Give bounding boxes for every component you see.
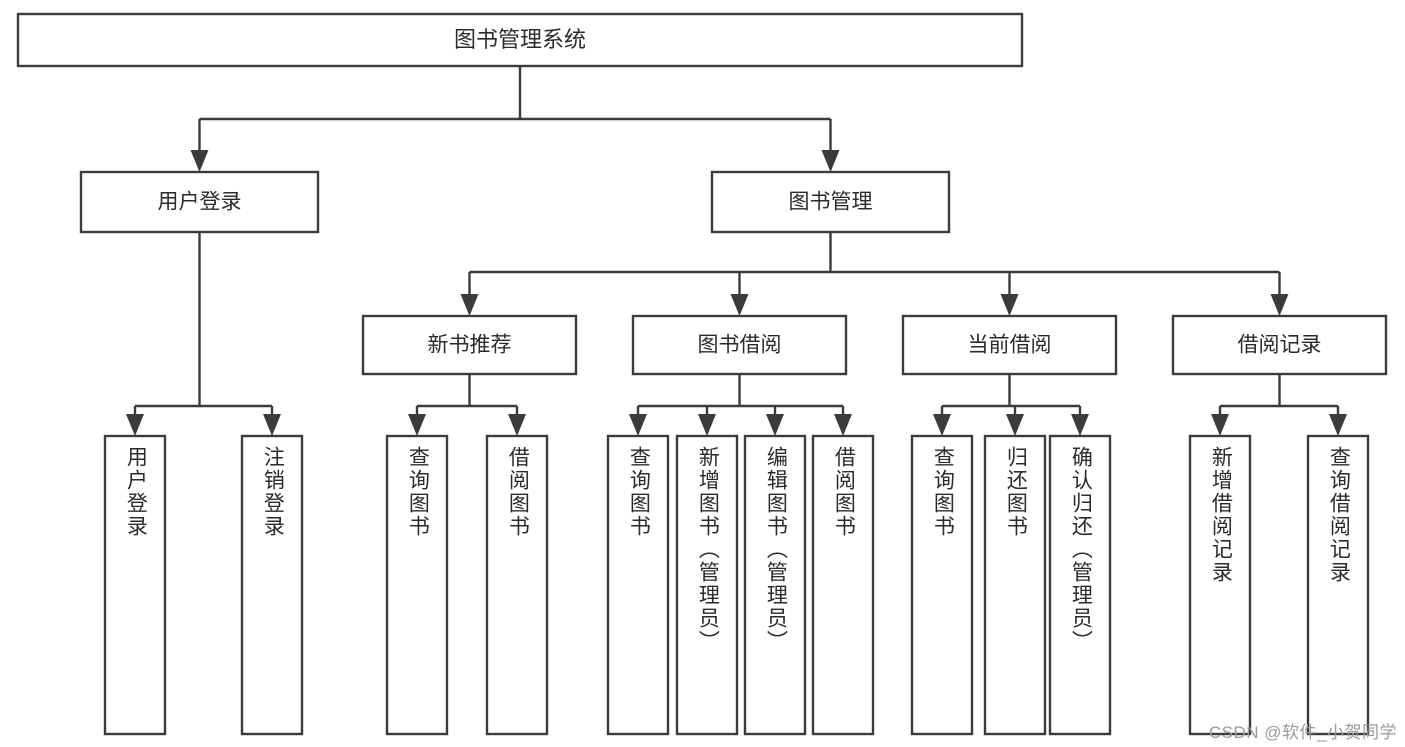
arrow-to-leaf-confirm-return-admin: [1071, 414, 1089, 436]
node-leaf-edit-book-admin[interactable]: [743, 434, 807, 736]
node-leaf-query-book-rec[interactable]: [385, 434, 449, 736]
node-leaf-query-book-cur[interactable]: [910, 434, 974, 736]
arrow-to-book-manage: [821, 150, 840, 172]
arrow-to-new-book-recommend: [460, 294, 479, 316]
node-root-label: 图书管理系统: [454, 27, 586, 52]
node-book-borrow-label: 图书借阅: [698, 334, 782, 357]
connector-layer: [126, 66, 1347, 436]
node-borrow-record[interactable]: [1171, 314, 1388, 376]
arrow-to-current-borrow: [1000, 294, 1019, 316]
arrow-to-leaf-borrow-book-rec: [508, 414, 526, 436]
node-current-borrow[interactable]: [901, 314, 1118, 376]
arrow-to-book-borrow: [730, 294, 749, 316]
node-leaf-user-login[interactable]: [103, 434, 167, 736]
arrow-to-user-login: [190, 150, 209, 172]
node-book-manage[interactable]: [710, 170, 951, 234]
node-leaf-return-book[interactable]: [983, 434, 1047, 736]
node-borrow-record-label: 借阅记录: [1238, 334, 1322, 357]
node-leaf-confirm-return-admin[interactable]: [1048, 434, 1112, 736]
arrow-to-leaf-return-book: [1006, 414, 1024, 436]
arrow-to-leaf-query-book-cur: [933, 414, 951, 436]
node-current-borrow-label: 当前借阅: [968, 334, 1052, 357]
arrow-to-leaf-query-book-bor: [629, 414, 647, 436]
node-new-book-recommend-label: 新书推荐: [428, 334, 512, 357]
arrow-to-leaf-user-logout: [263, 414, 281, 436]
node-new-book-recommend[interactable]: [361, 314, 578, 376]
arrow-to-leaf-query-book-rec: [408, 414, 426, 436]
node-leaf-user-logout[interactable]: [240, 434, 304, 736]
arrow-to-leaf-edit-book-admin: [766, 414, 784, 436]
arrow-to-leaf-query-record: [1329, 414, 1347, 436]
node-leaf-add-book-admin[interactable]: [675, 434, 739, 736]
node-user-login-label: 用户登录: [158, 191, 242, 214]
node-root-book-management-system[interactable]: [16, 12, 1024, 68]
node-leaf-borrow-book-bor[interactable]: [811, 434, 875, 736]
arrow-to-leaf-add-record: [1211, 414, 1229, 436]
arrow-to-borrow-record: [1270, 294, 1289, 316]
node-leaf-query-record[interactable]: [1306, 434, 1370, 736]
arrow-to-leaf-add-book-admin: [698, 414, 716, 436]
arrow-to-leaf-user-login: [126, 414, 144, 436]
watermark-text: CSDN @软件_小贺同学: [1208, 723, 1397, 742]
node-leaf-add-record[interactable]: [1188, 434, 1252, 736]
box-layer: [16, 12, 1388, 736]
arrow-to-leaf-borrow-book-bor: [834, 414, 852, 436]
node-leaf-borrow-book-rec[interactable]: [485, 434, 549, 736]
node-book-borrow[interactable]: [631, 314, 848, 376]
node-book-manage-label: 图书管理: [789, 191, 873, 214]
node-leaf-query-book-bor[interactable]: [606, 434, 670, 736]
node-user-login[interactable]: [79, 170, 320, 234]
